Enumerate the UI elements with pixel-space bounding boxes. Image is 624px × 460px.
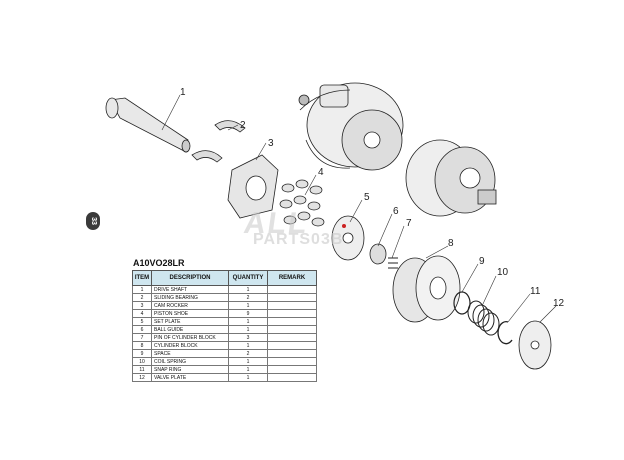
watermark-line-2: PARTS03B	[253, 231, 344, 248]
cell-quantity: 1	[228, 341, 268, 350]
cell-quantity: 1	[228, 357, 268, 366]
cell-item: 5	[132, 317, 152, 326]
cell-item: 8	[132, 341, 152, 350]
cam-rocker-part	[227, 154, 279, 219]
cell-remark	[267, 309, 317, 318]
cell-description: DRIVE SHAFT	[151, 285, 229, 294]
cell-remark	[267, 365, 317, 374]
page-number-tab: 33	[86, 212, 100, 230]
callout-8: 8	[448, 238, 454, 249]
cell-description: SNAP RING	[151, 365, 229, 374]
header-item: ITEM	[132, 270, 152, 286]
cell-description: PISTON SHOE	[151, 309, 229, 318]
cell-description: VALVE PLATE	[151, 373, 229, 382]
cell-quantity: 1	[228, 317, 268, 326]
cylinder-block-part	[392, 255, 461, 323]
callout-11: 11	[530, 286, 541, 297]
header-remark: REMARK	[267, 270, 317, 286]
cell-item: 9	[132, 349, 152, 358]
callout-3: 3	[268, 138, 274, 149]
cell-remark	[267, 293, 317, 302]
ball-guide-part	[369, 243, 387, 265]
cylinder-assembly	[405, 139, 497, 217]
cell-item: 3	[132, 301, 152, 310]
header-quantity: QUANTITY	[228, 270, 268, 286]
cell-remark	[267, 333, 317, 342]
cell-remark	[267, 349, 317, 358]
assembled-pump-housing	[298, 82, 404, 171]
coil-spring-part	[467, 300, 500, 336]
cell-description: SET PLATE	[151, 317, 229, 326]
cell-quantity: 2	[228, 349, 268, 358]
drive-shaft-part	[105, 97, 191, 153]
cell-quantity: 2	[228, 293, 268, 302]
callout-5: 5	[364, 192, 370, 203]
table-header-row: ITEM DESCRIPTION QUANTITY REMARK	[132, 270, 317, 286]
valve-plate-part	[518, 320, 552, 370]
leader-lines	[161, 94, 557, 323]
cell-quantity: 1	[228, 325, 268, 334]
cell-quantity: 3	[228, 333, 268, 342]
cell-item: 7	[132, 333, 152, 342]
callout-2: 2	[240, 120, 246, 131]
callout-1: 1	[180, 87, 186, 98]
cell-item: 2	[132, 293, 152, 302]
cell-description: SPACE	[151, 349, 229, 358]
cell-quantity: 1	[228, 285, 268, 294]
cell-item: 4	[132, 309, 152, 318]
callout-12: 12	[553, 298, 565, 309]
callout-6: 6	[393, 206, 399, 217]
cell-item: 6	[132, 325, 152, 334]
cell-quantity: 1	[228, 373, 268, 382]
cell-item: 1	[132, 285, 152, 294]
cell-quantity: 1	[228, 301, 268, 310]
model-title: A10VO28LR	[133, 258, 185, 268]
cell-description: SLIDING BEARING	[151, 293, 229, 302]
piston-shoe-part	[279, 179, 325, 227]
header-description: DESCRIPTION	[151, 270, 229, 286]
cell-description: CAM ROCKER	[151, 301, 229, 310]
cell-quantity: 1	[228, 365, 268, 374]
cell-item: 10	[132, 357, 152, 366]
cell-remark	[267, 357, 317, 366]
cell-quantity: 9	[228, 309, 268, 318]
cell-item: 11	[132, 365, 152, 374]
cell-description: COIL SPRING	[151, 357, 229, 366]
callout-7: 7	[406, 218, 412, 229]
cell-remark	[267, 373, 317, 382]
cell-remark	[267, 325, 317, 334]
cell-description: CYLINDER BLOCK	[151, 341, 229, 350]
cell-remark	[267, 341, 317, 350]
callout-10: 10	[497, 267, 509, 278]
cell-item: 12	[132, 373, 152, 382]
cell-description: PIN OF CYLINDER BLOCK	[151, 333, 229, 342]
cylinder-pin-part	[388, 257, 398, 269]
callout-4: 4	[318, 167, 324, 178]
cell-remark	[267, 317, 317, 326]
sliding-bearing-part	[191, 120, 246, 163]
cell-remark	[267, 285, 317, 294]
snap-ring-part	[497, 321, 513, 345]
callout-9: 9	[479, 256, 485, 267]
cell-remark	[267, 301, 317, 310]
set-plate-part	[331, 215, 365, 261]
cell-description: BALL GUIDE	[151, 325, 229, 334]
